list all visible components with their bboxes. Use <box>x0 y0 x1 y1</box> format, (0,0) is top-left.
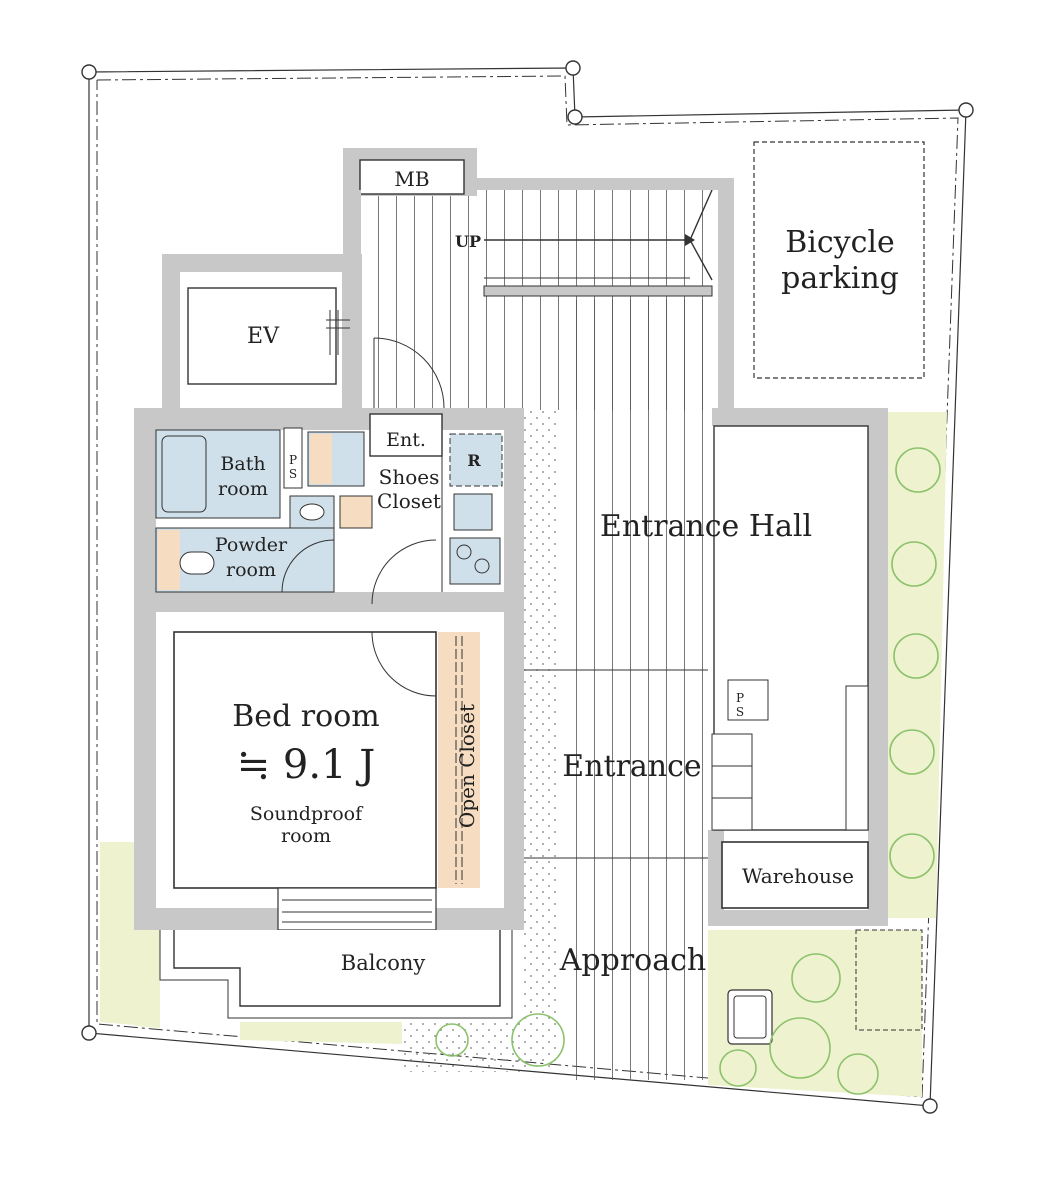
tree-icon <box>791 953 841 1003</box>
tree-icon <box>889 729 935 775</box>
warehouse-label: Warehouse <box>742 864 854 888</box>
boundary-marker <box>81 64 97 80</box>
powder-room-label-2: room <box>226 559 276 581</box>
approach-label: Approach <box>559 943 706 978</box>
approach-floor <box>560 300 712 1080</box>
bedroom <box>173 631 480 931</box>
garden-areas <box>100 412 947 1097</box>
stairs-up-label: UP <box>455 232 481 251</box>
entrance-label: Entrance <box>562 749 701 784</box>
bedroom-label: Bed room <box>232 699 379 734</box>
mb-label: MB <box>394 167 429 191</box>
ev-label: EV <box>247 324 280 349</box>
boundary-marker <box>958 102 974 118</box>
tree-icon <box>895 447 941 493</box>
soundproof-label-2: room <box>281 825 331 847</box>
trees <box>435 447 941 1095</box>
ent-label: Ent. <box>386 429 426 451</box>
gravel-strip <box>402 1022 522 1072</box>
tree-icon <box>719 1049 757 1087</box>
tree-icon <box>893 633 939 679</box>
bath-room-label-2: room <box>218 478 268 500</box>
boundary-marker <box>922 1098 938 1114</box>
soundproof-label-1: Soundproof <box>250 803 364 825</box>
wet-area <box>155 413 503 593</box>
gravel-strip <box>522 410 560 1070</box>
bath-room-label-1: Bath <box>220 453 265 475</box>
tree-icon <box>837 1053 879 1095</box>
site-boundary <box>81 60 974 1114</box>
boundary-marker <box>565 60 581 76</box>
tree-icon <box>435 1023 469 1057</box>
bicycle-parking-label-2: parking <box>781 261 899 296</box>
open-closet-label: Open Closet <box>455 704 479 828</box>
bedroom-size-label: ≒ 9.1 J <box>237 742 376 788</box>
tree-icon <box>891 541 937 587</box>
tree-icon <box>889 833 935 879</box>
refrigerator-label: R <box>467 451 481 470</box>
shoes-closet-label-1: Shoes <box>379 465 440 489</box>
entrance-hall-label: Entrance Hall <box>600 509 812 544</box>
bicycle-parking-label-1: Bicycle <box>785 225 895 260</box>
garden-fixtures <box>727 929 923 1045</box>
stairs <box>483 182 713 297</box>
powder-room-label-1: Powder <box>215 534 288 556</box>
balcony <box>159 930 513 1019</box>
boundary-marker <box>81 1025 97 1041</box>
shoes-closet-label-2: Closet <box>377 489 441 513</box>
bicycle-parking-area <box>753 141 925 379</box>
entrance-hall <box>524 425 869 909</box>
balcony-label: Balcony <box>341 951 426 975</box>
tree-icon <box>511 1013 565 1067</box>
tree-icon <box>769 1017 831 1079</box>
boundary-marker <box>567 109 583 125</box>
